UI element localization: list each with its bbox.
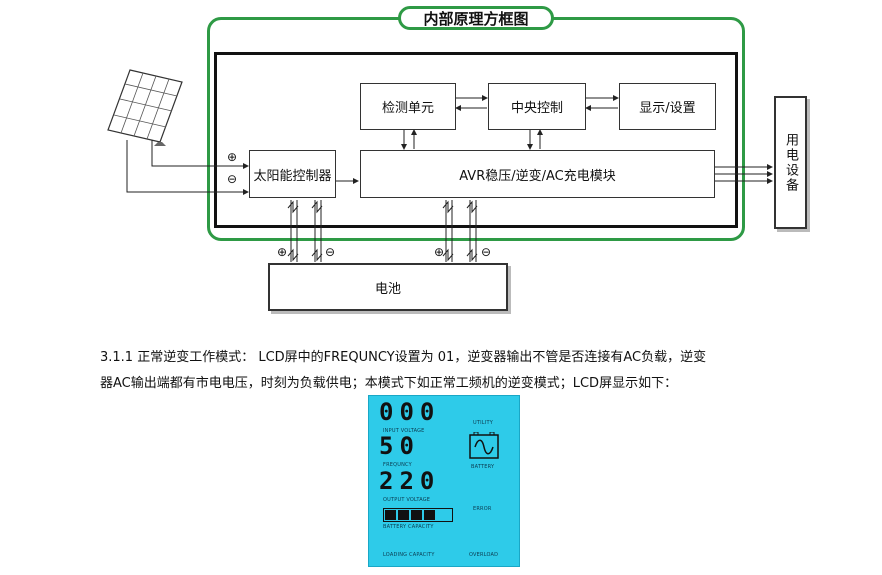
lcd-battery-segment (398, 510, 409, 520)
lcd-output-voltage-label: OUTPUT VOLTAGE (383, 497, 431, 503)
plus-symbol-solar: ⊕ (227, 150, 238, 164)
lcd-loading-capacity-label: LOADING CAPACITY (383, 552, 435, 558)
lcd-battery-capacity-label: BATTERY CAPACITY (383, 524, 434, 530)
lcd-battery-capacity-bar (383, 508, 453, 522)
lcd-battery-segment (437, 510, 448, 520)
central-control-block: 中央控制 (488, 83, 586, 130)
diagram-title: 内部原理方框图 (398, 6, 554, 30)
plus-symbol-battery-1: ⊕ (277, 245, 288, 259)
lcd-output-voltage-value: 220 (379, 467, 441, 495)
lcd-battery-label: BATTERY (471, 464, 495, 470)
lcd-input-voltage-label: INPUT VOLTAGE (383, 428, 425, 434)
lcd-error-label: ERROR (473, 506, 492, 512)
display-setting-block: 显示/设置 (619, 83, 716, 130)
lcd-battery-segment (411, 510, 422, 520)
minus-symbol-solar: ⊖ (227, 172, 238, 186)
lcd-battery-segment (385, 510, 396, 520)
solar-controller-block: 太阳能控制器 (249, 150, 336, 198)
mode-description-line2: 器AC输出端都有市电电压，时刻为负载供电；本模式下如正常工频机的逆变模式；LCD… (100, 376, 678, 391)
lcd-battery-wave-icon (469, 432, 499, 459)
lcd-battery-capacity-fill (385, 510, 448, 520)
lcd-overload-label: OVERLOAD (469, 552, 499, 558)
avr-inverter-module-block: AVR稳压/逆变/AC充电模块 (360, 150, 715, 198)
plus-symbol-battery-2: ⊕ (434, 245, 445, 259)
mode-description-line1: 3.1.1 正常逆变工作模式： LCD屏中的FREQUNCY设置为 01，逆变器… (100, 350, 707, 365)
lcd-battery-segment (424, 510, 435, 520)
minus-symbol-battery-2: ⊖ (481, 245, 492, 259)
diagram-connections (126, 95, 773, 262)
lcd-frequency-label: FREQUNCY (383, 462, 412, 468)
load-equipment-block: 用电设备 (774, 96, 807, 229)
detection-unit-block: 检测单元 (360, 83, 456, 130)
lcd-utility-label: UTILITY (473, 420, 493, 426)
solar-panel-icon (107, 69, 183, 146)
lcd-frequency-value: 50 (379, 432, 420, 460)
lcd-screen: 000 INPUT VOLTAGE 50 FREQUNCY 220 OUTPUT… (368, 395, 520, 567)
battery-block: 电池 (268, 263, 508, 311)
minus-symbol-battery-1: ⊖ (325, 245, 336, 259)
lcd-input-voltage-value: 000 (379, 398, 441, 426)
